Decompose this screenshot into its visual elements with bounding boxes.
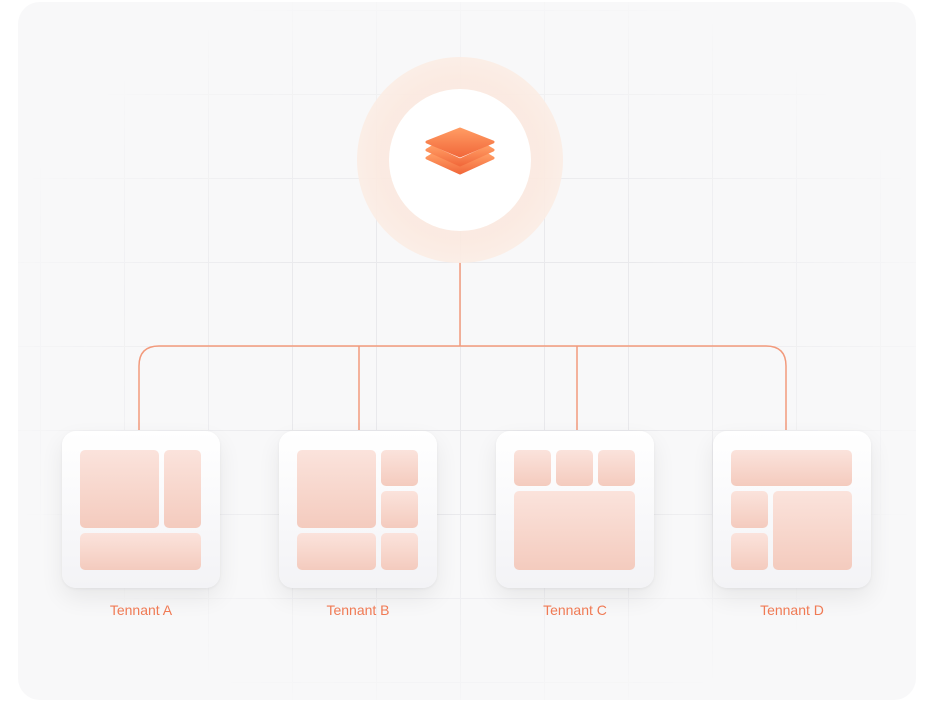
tenant-d-card[interactable] [713, 431, 871, 588]
branch-line [138, 345, 787, 430]
layout-tile [731, 491, 768, 528]
layout-tile [556, 450, 593, 486]
tenant-c-label: Tennant C [543, 602, 607, 618]
tenant-a-label: Tennant A [109, 602, 173, 618]
layout-tile [598, 450, 635, 486]
layout-tile [297, 450, 376, 528]
layout-tile [381, 450, 418, 486]
tenant-d-label: Tennant D [760, 602, 824, 618]
layout-tile [514, 491, 635, 570]
layout-tile [80, 533, 201, 570]
tenant-b-card[interactable] [279, 431, 437, 588]
layers-icon [425, 127, 495, 175]
layout-tile [773, 491, 852, 570]
tenant-a-card[interactable] [62, 431, 220, 588]
layout-tile [297, 533, 376, 570]
layout-tile [731, 533, 768, 570]
hub-node [389, 89, 531, 231]
tenant-b-label: Tennant B [326, 602, 390, 618]
layout-tile [80, 450, 159, 528]
tenant-c-card[interactable] [496, 431, 654, 588]
layout-tile [381, 533, 418, 570]
layout-tile [164, 450, 201, 528]
layout-tile [514, 450, 551, 486]
layout-tile [731, 450, 852, 486]
layout-tile [381, 491, 418, 528]
